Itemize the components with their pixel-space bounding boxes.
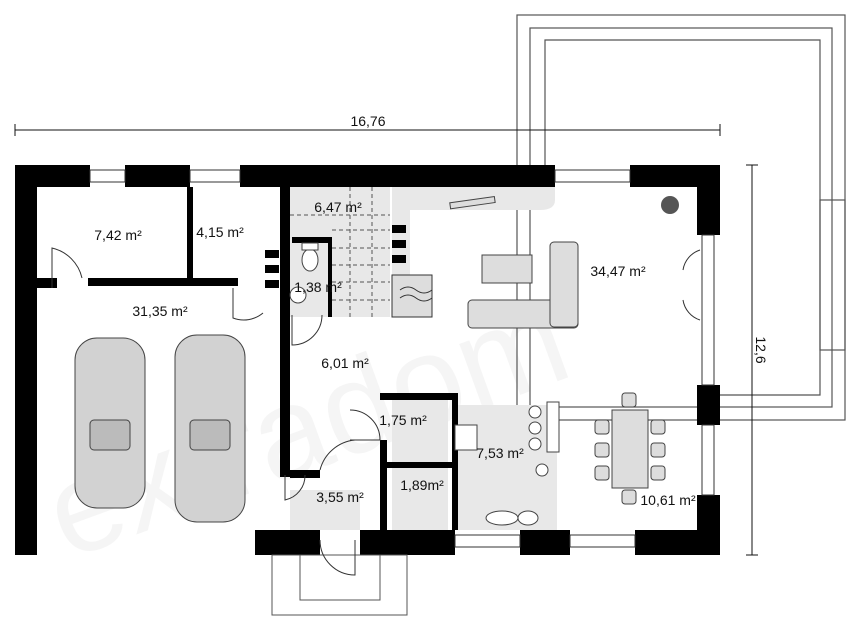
room-label-vestibule: 3,55 m² (316, 489, 364, 505)
room-labels: 7,42 m² 4,15 m² 6,47 m² 1,38 m² 31,35 m²… (94, 199, 696, 508)
plant-icon (661, 196, 679, 214)
doors (51, 247, 701, 576)
staircase (290, 187, 390, 317)
living-furniture (449, 195, 579, 329)
cars (74, 334, 246, 523)
fireplace (391, 274, 433, 318)
dining-table (594, 392, 666, 505)
room-label-hall: 6,01 m² (321, 355, 369, 371)
windows (89, 169, 715, 548)
room-label-closet: 1,89m² (400, 477, 444, 493)
room-label-dining: 10,61 m² (640, 492, 696, 508)
terrace (516, 14, 846, 421)
wc-fixtures (289, 242, 319, 304)
room-label-pantry: 1,75 m² (379, 412, 427, 428)
room-label-a: 7,42 m² (94, 227, 142, 243)
room-label-b: 4,15 m² (196, 224, 244, 240)
width-label: 16,76 (350, 113, 385, 129)
room-label-garage: 31,35 m² (132, 303, 188, 319)
room-label-stairs: 6,47 m² (314, 199, 362, 215)
dimension-width: 16,76 (14, 113, 721, 136)
radiator-icons (265, 225, 406, 288)
room-label-kitchen: 7,53 m² (476, 445, 524, 461)
room-label-wc: 1,38 m² (294, 279, 342, 295)
depth-label: 12,6 (753, 336, 769, 363)
walls (15, 165, 720, 555)
room-label-living: 34,47 m² (590, 263, 646, 279)
kitchen-fixtures (454, 401, 560, 526)
entrance-steps (271, 554, 408, 616)
dimension-depth: 12,6 (746, 164, 769, 556)
